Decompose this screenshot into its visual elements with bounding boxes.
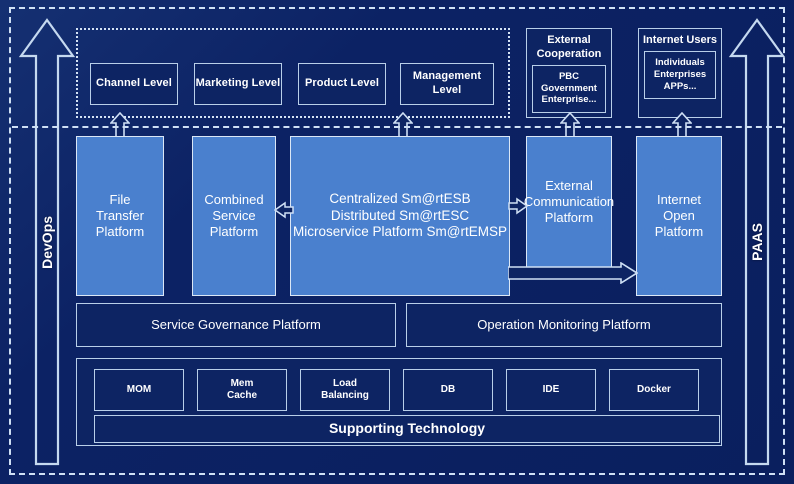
business-levels-group	[76, 28, 510, 118]
internet-users-card[interactable]: Internet Users Individuals Enterprises A…	[638, 28, 722, 118]
platform-file-transfer[interactable]: File Transfer Platform	[76, 136, 164, 296]
level-box-marketing[interactable]: Marketing Level	[194, 63, 282, 105]
arrow-core-to-combined-service	[274, 200, 294, 220]
internet-users-title: Internet Users	[643, 34, 717, 46]
platform-internet-open[interactable]: Internet Open Platform	[636, 136, 722, 296]
up-arrow-icon	[18, 18, 76, 466]
up-arrow-icon	[728, 18, 786, 466]
governance-operation-monitoring[interactable]: Operation Monitoring Platform	[406, 303, 722, 347]
tech-box-mom[interactable]: MOM	[94, 369, 184, 411]
external-cooperation-card[interactable]: External Cooperation PBC Government Ente…	[526, 28, 612, 118]
devops-rail: DevOps	[18, 16, 76, 468]
governance-service-governance[interactable]: Service Governance Platform	[76, 303, 396, 347]
arrow-core-to-external-communication	[508, 196, 528, 216]
supporting-technology-bar[interactable]: Supporting Technology	[94, 415, 720, 443]
right-arrow-icon	[508, 262, 638, 284]
arrow-core-to-internet-open	[508, 262, 638, 284]
external-cooperation-body-box: PBC Government Enterprise...	[532, 64, 606, 113]
right-arrow-icon	[508, 197, 528, 215]
paas-rail: PAAS	[728, 16, 786, 468]
tech-box-mem-cache[interactable]: Mem Cache	[197, 369, 287, 411]
external-cooperation-title: External Cooperation	[536, 34, 602, 60]
level-box-channel[interactable]: Channel Level	[90, 63, 178, 105]
platform-core-integration[interactable]: Centralized Sm@rtESB Distributed Sm@rtES…	[290, 136, 510, 296]
left-arrow-icon	[274, 201, 294, 219]
tech-box-db[interactable]: DB	[403, 369, 493, 411]
level-box-management[interactable]: Management Level	[400, 63, 494, 105]
layer-divider	[12, 126, 782, 128]
platform-combined-service[interactable]: Combined Service Platform	[192, 136, 276, 296]
tech-box-ide[interactable]: IDE	[506, 369, 596, 411]
internet-users-body-box: Individuals Enterprises APPs...	[644, 50, 716, 99]
platform-external-communication[interactable]: External Communication Platform	[524, 136, 614, 268]
tech-box-docker[interactable]: Docker	[609, 369, 699, 411]
level-box-product[interactable]: Product Level	[298, 63, 386, 105]
tech-box-load-balancing[interactable]: Load Balancing	[300, 369, 390, 411]
